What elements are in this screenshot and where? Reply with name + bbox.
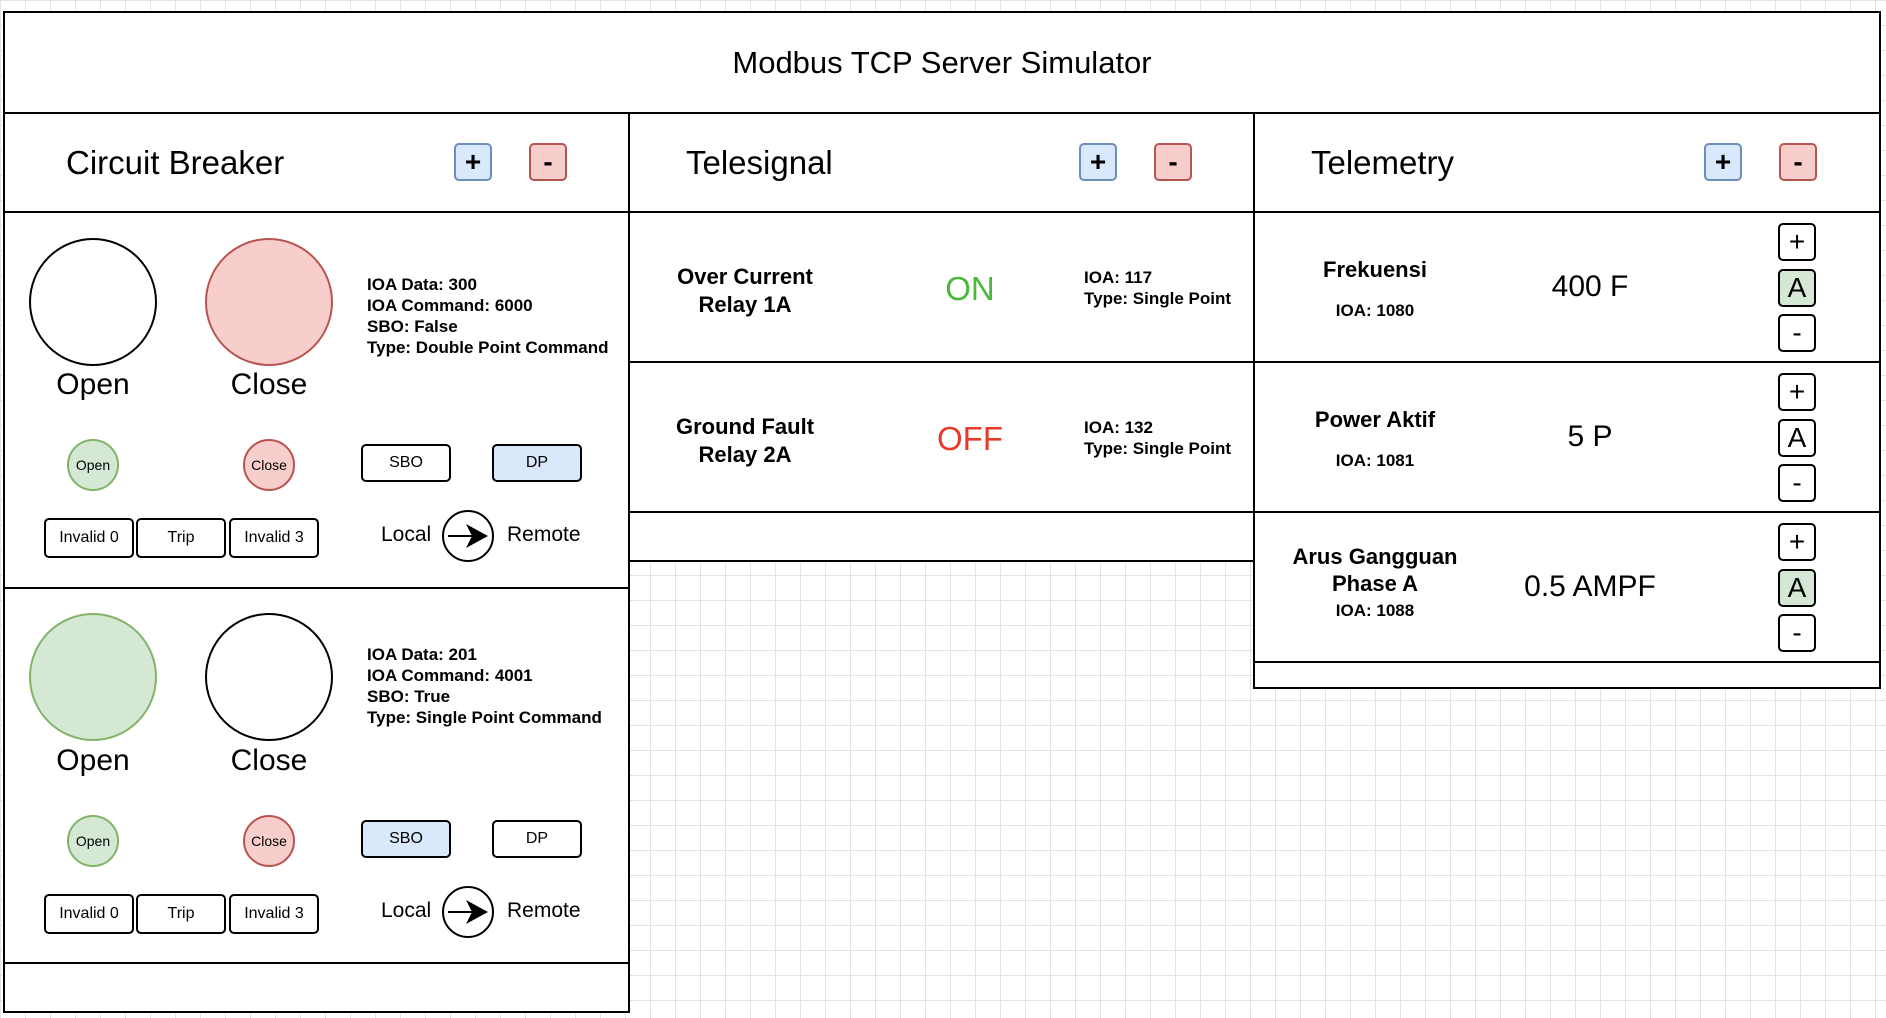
telesignal-2-name: Ground Fault Relay 2A [675, 414, 815, 467]
breaker-2-invalid3-button[interactable]: Invalid 3 [229, 894, 319, 934]
telemetry-3-auto-button[interactable]: A [1778, 569, 1816, 607]
add-breaker-button[interactable]: + [454, 143, 492, 181]
breaker-1-trip-button[interactable]: Trip [136, 518, 226, 558]
breaker-1-open-label: Open [56, 368, 130, 401]
breaker-1-dp-button[interactable]: DP [492, 444, 582, 482]
telemetry-1-decrease-button[interactable]: - [1778, 314, 1816, 352]
breaker-2-type: Type: Single Point Command [367, 708, 602, 727]
breaker-1-open-button[interactable]: Open [67, 439, 119, 491]
circuit-breaker-header: Circuit Breaker + - [3, 112, 630, 213]
breaker-2-invalid0-button[interactable]: Invalid 0 [44, 894, 134, 934]
telemetry-1-ioa: IOA: 1080 [1335, 301, 1415, 320]
telemetry-3-value: 0.5 AMPF [1524, 570, 1656, 603]
breaker-1-ioa-data: IOA Data: 300 [367, 275, 477, 294]
breaker-1-open-indicator [29, 238, 157, 366]
telemetry-row-3: Arus Gangguan Phase A IOA: 1088 0.5 AMPF… [1253, 511, 1881, 663]
telesignal-1-name: Over Current Relay 1A [677, 264, 813, 317]
telemetry-2-increase-button[interactable]: + [1778, 373, 1816, 411]
breaker-1-ioa-command: IOA Command: 6000 [367, 296, 533, 315]
telemetry-1-value: 400 F [1551, 270, 1629, 303]
telemetry-2-value: 5 P [1567, 420, 1613, 453]
telesignal-1-info: IOA: 117 Type: Single Point [1084, 268, 1232, 308]
telemetry-3-name: Arus Gangguan Phase A [1292, 544, 1458, 596]
breaker-2-ioa-command: IOA Command: 4001 [367, 666, 533, 685]
telemetry-3-decrease-button[interactable]: - [1778, 614, 1816, 652]
breaker-1-sbo-status: SBO: False [367, 317, 458, 336]
add-telemetry-button[interactable]: + [1704, 143, 1742, 181]
breaker-2-remote-label: Remote [507, 899, 581, 922]
breaker-1-invalid0-button[interactable]: Invalid 0 [44, 518, 134, 558]
breaker-2-close-label: Close [230, 744, 308, 777]
breaker-1-info: IOA Data: 300 IOA Command: 6000 SBO: Fal… [367, 274, 608, 358]
circuit-breaker-title: Circuit Breaker [66, 144, 285, 181]
breaker-1-close-label: Close [230, 368, 308, 401]
breaker-1-remote-label: Remote [507, 523, 581, 546]
telemetry-2-name: Power Aktif [1314, 407, 1436, 432]
breaker-list-footer [3, 962, 630, 1013]
telesignal-row-2: Ground Fault Relay 2A OFF IOA: 132 Type:… [628, 361, 1255, 513]
arrow-right-icon [448, 900, 488, 924]
telemetry-row-2: Power Aktif IOA: 1081 5 P + A - [1253, 361, 1881, 513]
breaker-2-ioa-data: IOA Data: 201 [367, 645, 477, 664]
telesignal-2-info: IOA: 132 Type: Single Point [1084, 418, 1232, 458]
remove-telemetry-button[interactable]: - [1779, 143, 1817, 181]
breaker-1-close-indicator [205, 238, 333, 366]
breaker-2-trip-button[interactable]: Trip [136, 894, 226, 934]
breaker-2-dp-button[interactable]: DP [492, 820, 582, 858]
telemetry-list-footer [1253, 661, 1881, 689]
telesignal-1-state: ON [945, 270, 995, 307]
page-title: Modbus TCP Server Simulator [732, 44, 1152, 80]
telesignal-list-footer [628, 511, 1255, 562]
telemetry-3-increase-button[interactable]: + [1778, 523, 1816, 561]
telemetry-header: Telemetry + - [1253, 112, 1881, 213]
telemetry-3-ioa: IOA: 1088 [1335, 601, 1415, 620]
telemetry-2-ioa: IOA: 1081 [1335, 451, 1415, 470]
telemetry-row-1: Frekuensi IOA: 1080 400 F + A - [1253, 211, 1881, 363]
breaker-1-local-label: Local [381, 523, 432, 546]
breaker-1-type: Type: Double Point Command [367, 338, 609, 357]
telemetry-1-increase-button[interactable]: + [1778, 223, 1816, 261]
telesignal-2-state: OFF [937, 420, 1003, 457]
telemetry-2-decrease-button[interactable]: - [1778, 464, 1816, 502]
breaker-2-close-indicator [205, 613, 333, 741]
telesignal-row-1: Over Current Relay 1A ON IOA: 117 Type: … [628, 211, 1255, 363]
breaker-card-1: Open Close IOA Data: 300 IOA Command: 60… [3, 211, 630, 589]
breaker-2-info: IOA Data: 201 IOA Command: 4001 SBO: Tru… [367, 644, 602, 728]
breaker-2-open-indicator [29, 613, 157, 741]
breaker-1-invalid3-button[interactable]: Invalid 3 [229, 518, 319, 558]
remove-breaker-button[interactable]: - [529, 143, 567, 181]
breaker-2-sbo-status: SBO: True [367, 687, 451, 706]
breaker-1-sbo-button[interactable]: SBO [361, 444, 451, 482]
telemetry-1-auto-button[interactable]: A [1778, 269, 1816, 307]
breaker-1-close-button[interactable]: Close [243, 439, 295, 491]
telemetry-2-auto-button[interactable]: A [1778, 419, 1816, 457]
breaker-2-open-button[interactable]: Open [67, 815, 119, 867]
breaker-2-close-button[interactable]: Close [243, 815, 295, 867]
telemetry-title: Telemetry [1311, 144, 1455, 181]
breaker-1-local-remote-switch[interactable] [442, 510, 494, 562]
breaker-card-2: Open Close IOA Data: 201 IOA Command: 40… [3, 587, 630, 964]
breaker-2-sbo-button[interactable]: SBO [361, 820, 451, 858]
breaker-2-open-label: Open [56, 744, 130, 777]
telesignal-header: Telesignal + - [628, 112, 1255, 213]
breaker-2-local-remote-switch[interactable] [442, 886, 494, 938]
arrow-right-icon [448, 524, 488, 548]
telemetry-1-name: Frekuensi [1323, 257, 1427, 282]
app-header: Modbus TCP Server Simulator [3, 11, 1881, 114]
add-telesignal-button[interactable]: + [1079, 143, 1117, 181]
breaker-2-local-label: Local [381, 899, 432, 922]
remove-telesignal-button[interactable]: - [1154, 143, 1192, 181]
telesignal-title: Telesignal [686, 144, 833, 181]
